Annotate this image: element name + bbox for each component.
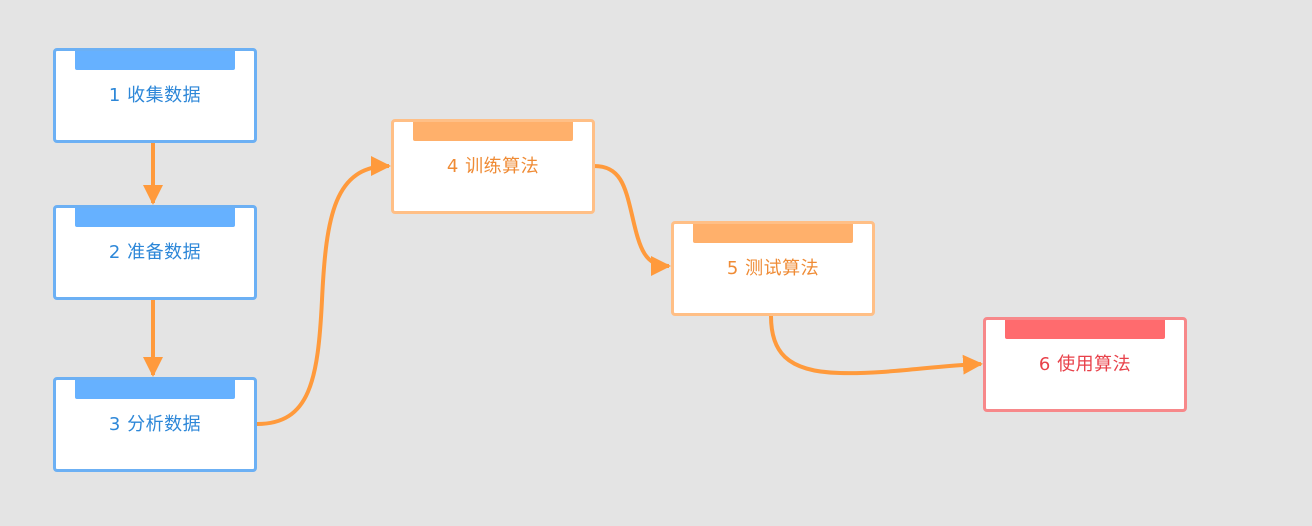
node-label: 4 训练算法 [446, 156, 540, 177]
node-label: 6 使用算法 [1038, 354, 1132, 375]
edge-5-to-6 [769, 315, 983, 376]
node-label: 3 分析数据 [108, 414, 202, 435]
node-header-bar [413, 122, 573, 141]
node-train-algorithm[interactable]: 4 训练算法 [391, 119, 595, 214]
node-collect-data[interactable]: 1 收集数据 [53, 48, 257, 143]
node-analyze-data[interactable]: 3 分析数据 [53, 377, 257, 472]
node-label: 2 准备数据 [108, 242, 202, 263]
edge-4-to-5 [593, 164, 671, 276]
edge-3-to-4 [256, 156, 391, 426]
node-prepare-data[interactable]: 2 准备数据 [53, 205, 257, 300]
node-header-bar [693, 224, 853, 243]
node-header-bar [1005, 320, 1165, 339]
node-header-bar [75, 208, 235, 227]
node-use-algorithm[interactable]: 6 使用算法 [983, 317, 1187, 412]
node-label: 5 测试算法 [726, 258, 820, 279]
node-header-bar [75, 380, 235, 399]
node-label: 1 收集数据 [108, 85, 202, 106]
node-test-algorithm[interactable]: 5 测试算法 [671, 221, 875, 316]
node-header-bar [75, 51, 235, 70]
